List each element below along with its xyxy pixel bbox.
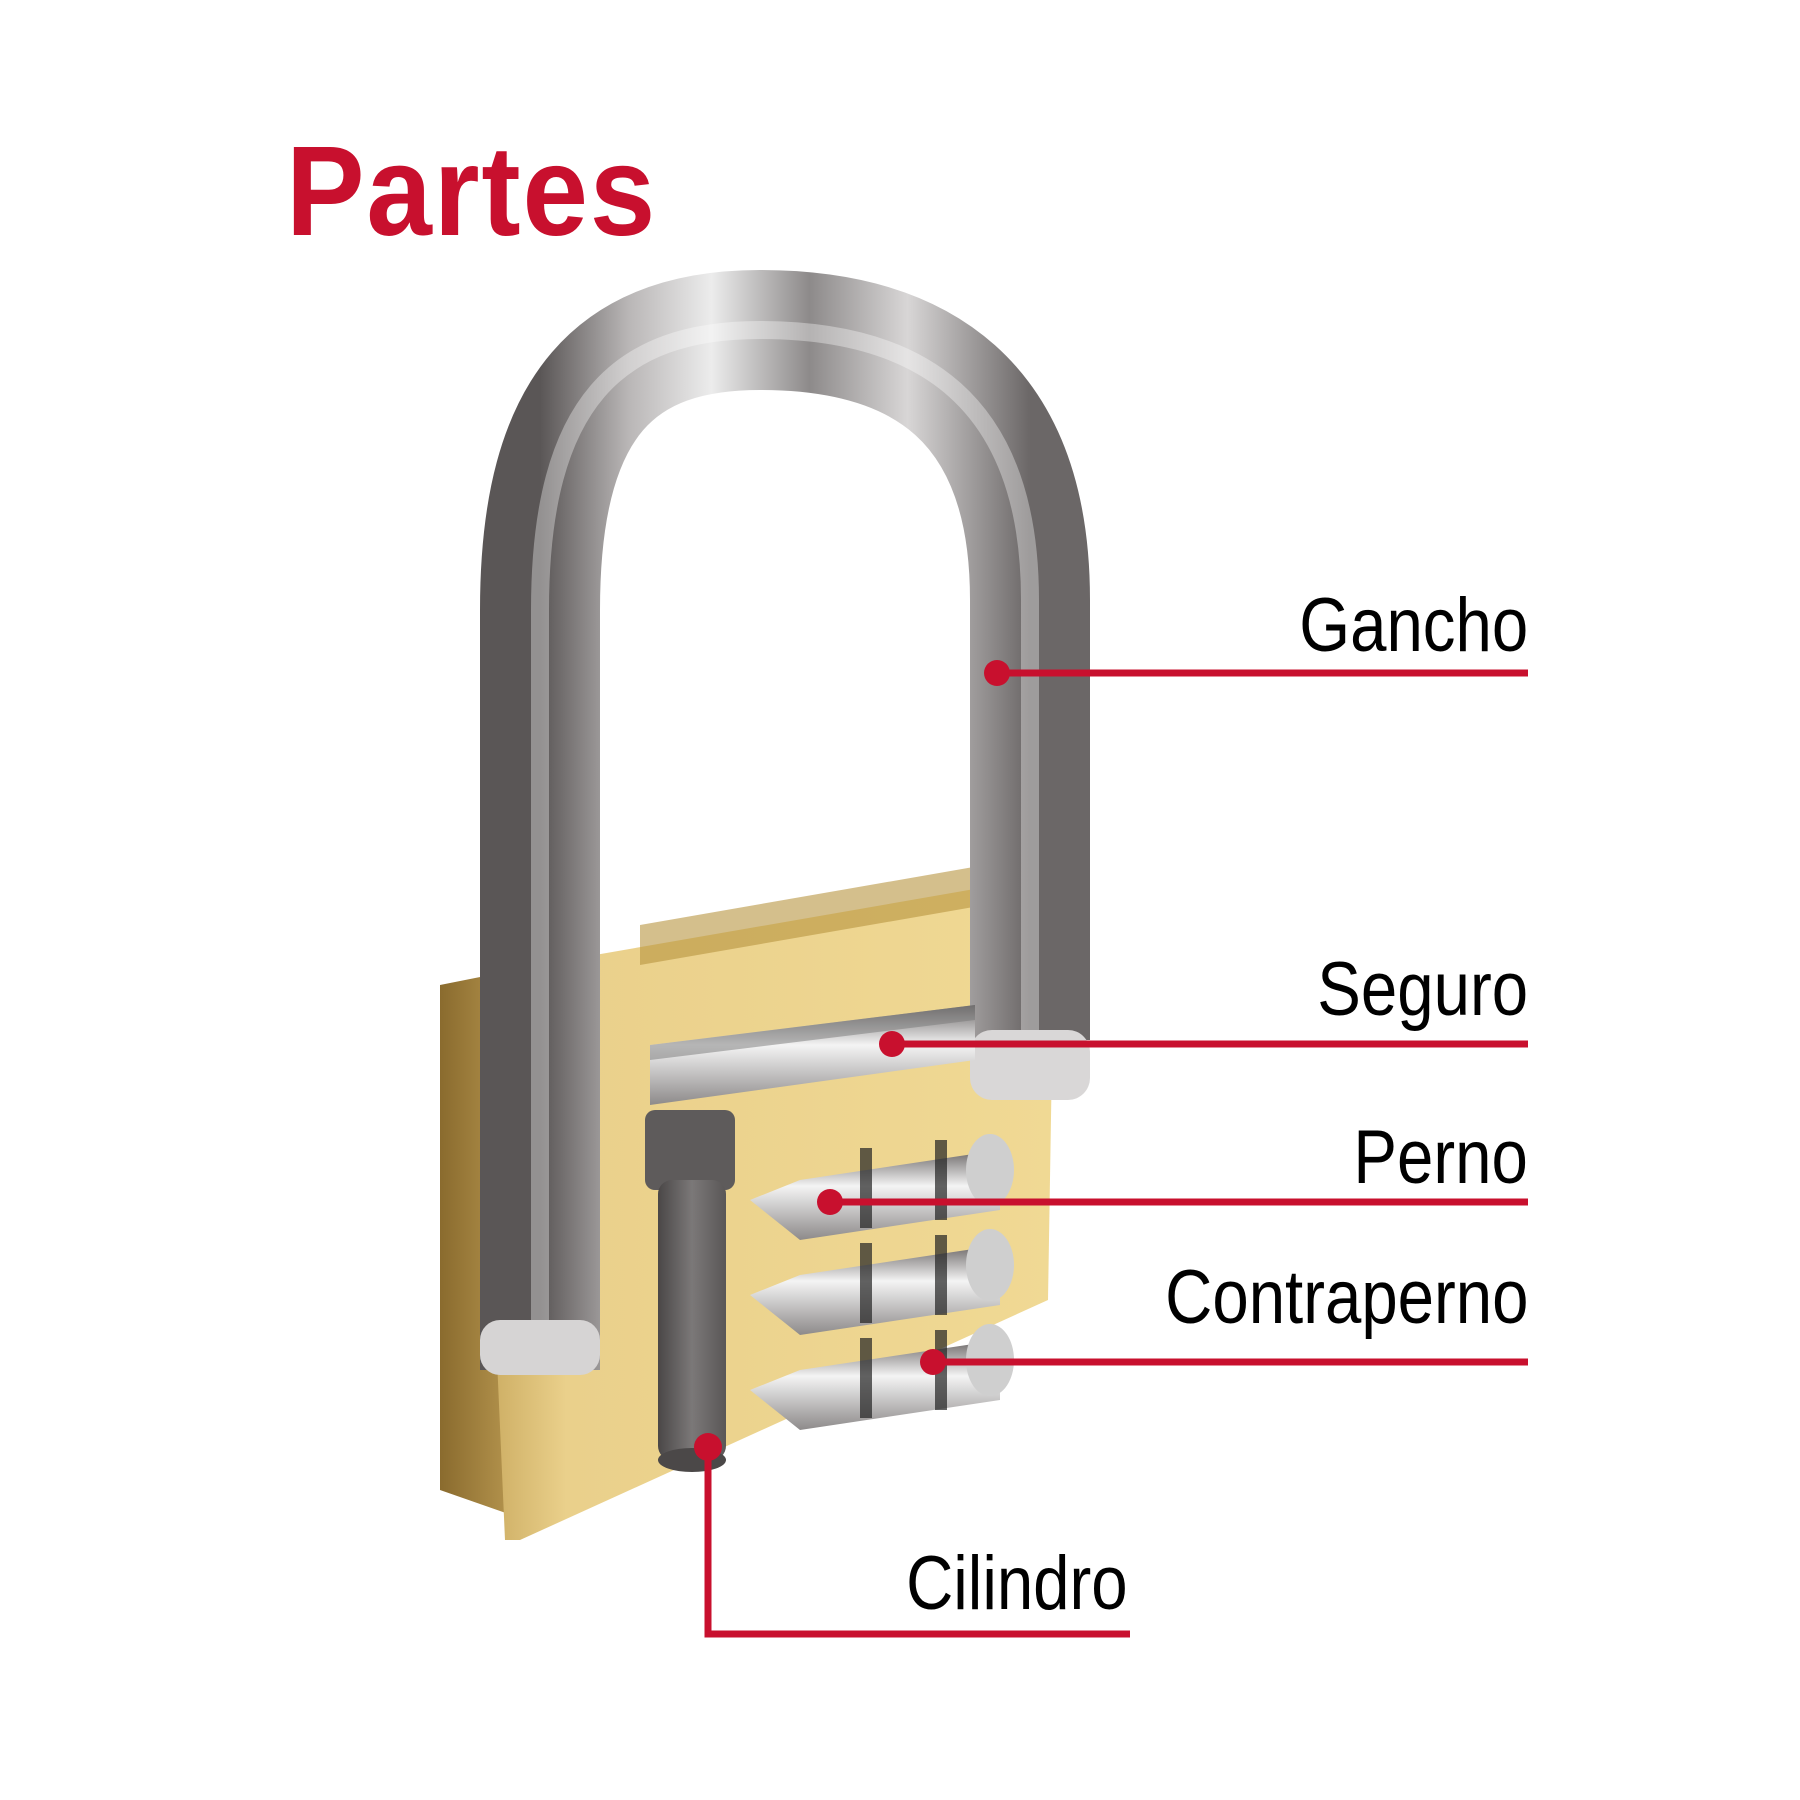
locking-bar [650,1005,975,1105]
callout-dot-icon [694,1433,722,1461]
label-contraperno: Contraperno [1164,1255,1528,1340]
callout-cilindro [694,1433,1130,1638]
callout-perno [817,1189,1528,1215]
callout-dot-icon [879,1031,905,1057]
callout-seguro [879,1031,1528,1057]
callout-dot-icon [984,660,1010,686]
cylinder [645,1110,735,1472]
callout-gancho [984,660,1528,686]
pin-stack [750,1134,1014,1430]
page-title: Partes [286,120,658,263]
label-gancho: Gancho [1299,583,1528,668]
label-perno: Perno [1353,1115,1528,1200]
callout-dot-icon [920,1349,946,1375]
label-cilindro: Cilindro [906,1541,1128,1626]
label-seguro: Seguro [1317,947,1528,1032]
callout-dot-icon [817,1189,843,1215]
callout-contraperno [920,1349,1528,1375]
